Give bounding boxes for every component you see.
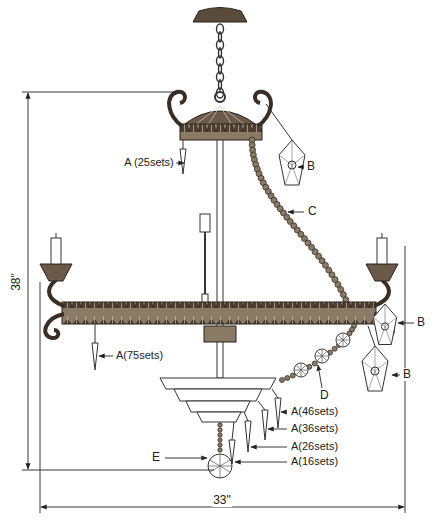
callout-label: B	[402, 368, 412, 381]
crystal-pendant	[92, 343, 98, 370]
main-ring	[62, 302, 376, 324]
callout-label: A(36sets)	[290, 422, 339, 435]
dimension-label: 38"	[10, 272, 23, 292]
candle	[377, 238, 387, 264]
prism-hanger	[266, 104, 292, 140]
leader-line	[99, 163, 414, 462]
bowl-tier	[197, 412, 241, 422]
bead	[218, 433, 222, 437]
bead	[218, 428, 222, 432]
bead	[290, 373, 295, 378]
bowl-tier	[160, 378, 276, 389]
bead	[218, 443, 222, 447]
bowl-tier	[174, 389, 262, 401]
dimension-label: 33"	[212, 494, 232, 507]
candle	[51, 238, 61, 264]
crystal-ball	[208, 454, 232, 478]
crystal-pendant	[180, 149, 186, 174]
callout-label: B	[416, 316, 426, 329]
callout-label: A (25sets)	[122, 156, 176, 169]
callout-label: E	[151, 451, 161, 464]
medallion	[294, 363, 308, 377]
callout-label: A(46sets)	[290, 405, 339, 418]
crystal-pendant	[258, 401, 268, 440]
crown-scroll	[169, 92, 185, 126]
callout-label: A(75sets)	[115, 349, 164, 362]
canopy	[193, 8, 247, 23]
callout-label: D	[319, 389, 330, 402]
bead	[332, 346, 337, 351]
medallion-chain	[280, 324, 357, 383]
callout-label: B	[306, 160, 316, 173]
bead	[218, 423, 222, 427]
dimension-line	[22, 92, 405, 513]
callout-label: A(16sets)	[290, 455, 339, 468]
stem-fixture	[204, 232, 206, 296]
bead-drop	[218, 423, 222, 452]
crown-fan	[196, 106, 244, 125]
crystal-ball	[208, 454, 232, 478]
medallion	[336, 333, 350, 347]
stem-fixture	[200, 214, 210, 232]
crown-loop	[215, 92, 225, 102]
ring-arm	[45, 280, 64, 338]
bead	[285, 375, 290, 380]
prism-b	[373, 304, 396, 345]
candle-cup	[366, 264, 398, 281]
bead	[218, 448, 222, 452]
crystal-pendant	[229, 422, 235, 464]
prism-b	[362, 346, 388, 391]
crystal-pendant	[244, 412, 251, 452]
bead-chain	[249, 137, 355, 319]
crystal-pendant	[183, 140, 184, 149]
candle-cup	[40, 264, 72, 281]
crystal-pendant	[95, 324, 96, 343]
callout-label: C	[307, 205, 318, 218]
candle-wick	[56, 233, 382, 238]
bead	[218, 438, 222, 442]
bead	[312, 361, 317, 366]
ring-hub	[204, 326, 236, 342]
callout-label: A(26sets)	[290, 440, 339, 453]
crystal-pendant	[272, 389, 281, 428]
crown-scroll	[255, 92, 271, 126]
medallion	[315, 349, 329, 363]
prism-b	[279, 140, 305, 185]
hanging-chain	[217, 24, 224, 98]
bowl-tier	[186, 401, 250, 412]
bead	[280, 378, 285, 383]
prism-hanger	[368, 326, 375, 346]
